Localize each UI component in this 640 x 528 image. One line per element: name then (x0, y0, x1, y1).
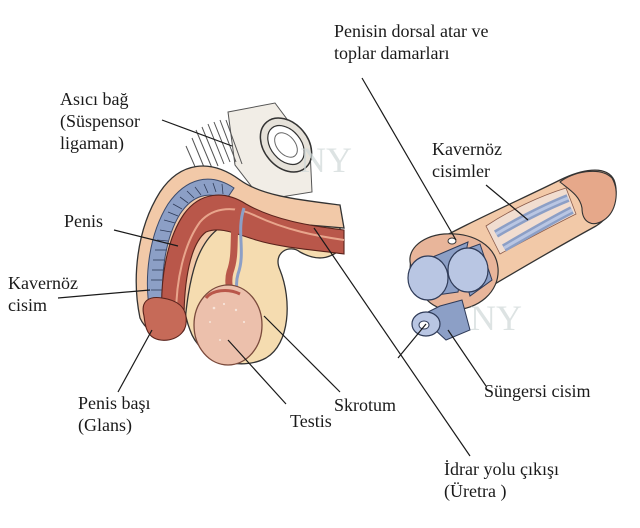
testis-texture (209, 302, 246, 341)
corpus-spongiosum (411, 299, 471, 341)
spongy-texture (151, 182, 224, 301)
testis (193, 284, 263, 366)
label-uretra-line2: (Üretra ) (444, 481, 507, 501)
glans (142, 296, 187, 341)
label-suspensory-line3: ligaman) (60, 133, 124, 153)
label-kavernoz-cisim-line1: Kavernöz (8, 273, 78, 293)
label-suspensory-line1: Asıcı bağ (60, 89, 129, 109)
dorsal-vessel (447, 237, 457, 245)
urethra-line (175, 208, 345, 317)
label-kavernoz-cisimler-line2: cisimler (432, 161, 490, 181)
label-penis-text: Penis (64, 211, 104, 231)
label-glans: Penis başı (Glans) (78, 392, 151, 436)
label-suspensory-line2: (Süspensor (60, 111, 140, 131)
label-testis: Testis (290, 410, 332, 432)
label-dorsal-line1: Penisin dorsal atar ve (334, 21, 489, 41)
sagittal-section: NY (135, 102, 352, 366)
label-uretra-line1: İdrar yolu çıkışı (444, 459, 559, 479)
label-kavernoz-cisim: Kavernöz cisim (8, 272, 78, 316)
label-testis-text: Testis (290, 411, 332, 431)
watermark-left: NY (300, 140, 352, 180)
watermark-right: NY (470, 298, 522, 338)
label-kavernoz-cisimler-line1: Kavernöz (432, 139, 502, 159)
label-sungersi-cisim: Süngersi cisim (484, 380, 591, 402)
label-kavernoz-cisim-line2: cisim (8, 295, 47, 315)
label-dorsal-line2: toplar damarları (334, 43, 450, 63)
label-kavernoz-cisimler: Kavernöz cisimler (432, 138, 502, 182)
label-skrotum-text: Skrotum (334, 395, 397, 415)
corpora-cavernosa (407, 241, 493, 301)
label-glans-line1: Penis başı (78, 393, 151, 413)
corpus-cavernosum-red (161, 194, 345, 328)
cross-section: NY (407, 169, 617, 341)
label-skrotum: Skrotum (334, 394, 396, 416)
label-uretra: İdrar yolu çıkışı (Üretra ) (444, 458, 559, 502)
pubic-symphysis-ring (227, 102, 313, 201)
label-penis: Penis (64, 210, 103, 232)
label-sungersi-text: Süngersi cisim (484, 381, 591, 401)
leader-lines (57, 77, 529, 457)
glans-tip (559, 170, 617, 225)
label-glans-line2: (Glans) (78, 415, 132, 435)
label-suspensory-ligament: Asıcı bağ (Süspensor ligaman) (60, 88, 140, 154)
epididymis (204, 289, 241, 300)
label-dorsal-vessels: Penisin dorsal atar ve toplar damarları (334, 20, 488, 64)
